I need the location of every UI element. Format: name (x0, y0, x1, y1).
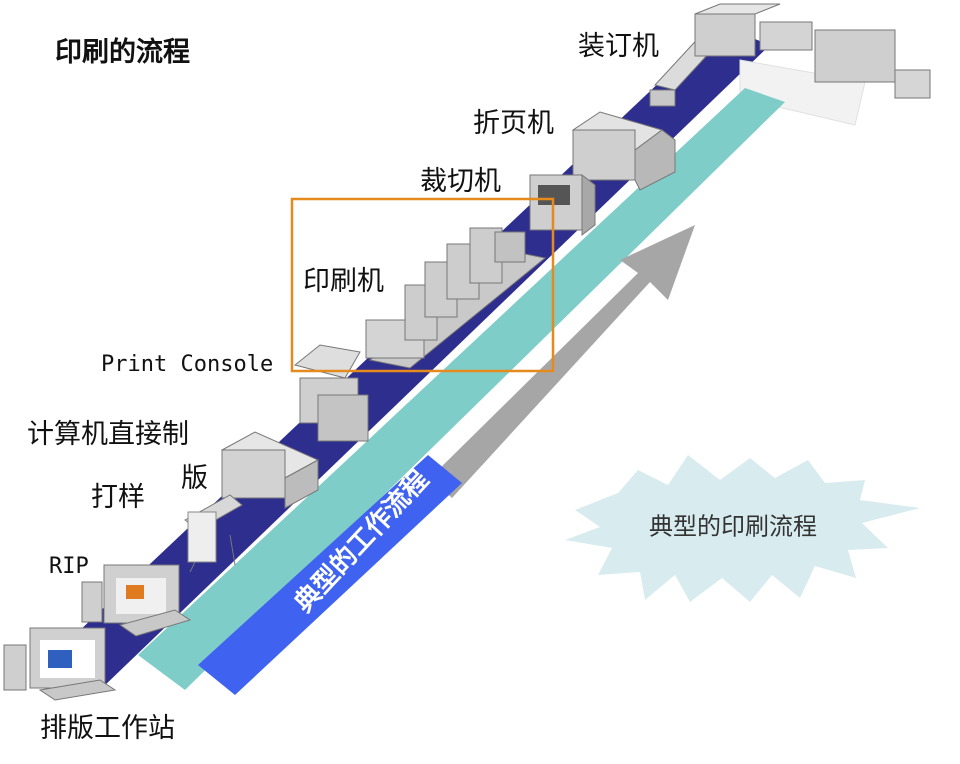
burst-shape (565, 455, 920, 602)
press-label: 印刷机 (303, 266, 384, 297)
rip-computer (81, 564, 192, 637)
layout-workstation (3, 627, 117, 701)
ctp-label-line1: 计算机直接制 (27, 419, 189, 450)
layout-label: 排版工作站 (40, 713, 175, 744)
burst-label: 典型的印刷流程 (649, 512, 817, 541)
binder-label: 装订机 (578, 31, 659, 62)
cutter-label: 裁切机 (420, 166, 501, 197)
teal-band (138, 88, 785, 690)
cutter-machine (529, 173, 596, 237)
proof-printer (184, 494, 243, 573)
blue-band (198, 455, 462, 695)
rip-label: RIP (49, 554, 89, 579)
diagram-title: 印刷的流程 (55, 37, 190, 68)
ctp-machine (220, 431, 320, 509)
folder-machine (571, 111, 676, 191)
press-highlight-box (290, 197, 555, 373)
print-console (293, 344, 369, 442)
flow-arrow (430, 225, 695, 498)
print-console-label: Print Console (101, 352, 274, 377)
folder-label: 折页机 (473, 108, 554, 139)
printing-press (365, 227, 547, 369)
binder-machine (649, 3, 931, 107)
proof-label: 打样 (91, 482, 145, 513)
ctp-label-line2: 版 (181, 463, 208, 494)
